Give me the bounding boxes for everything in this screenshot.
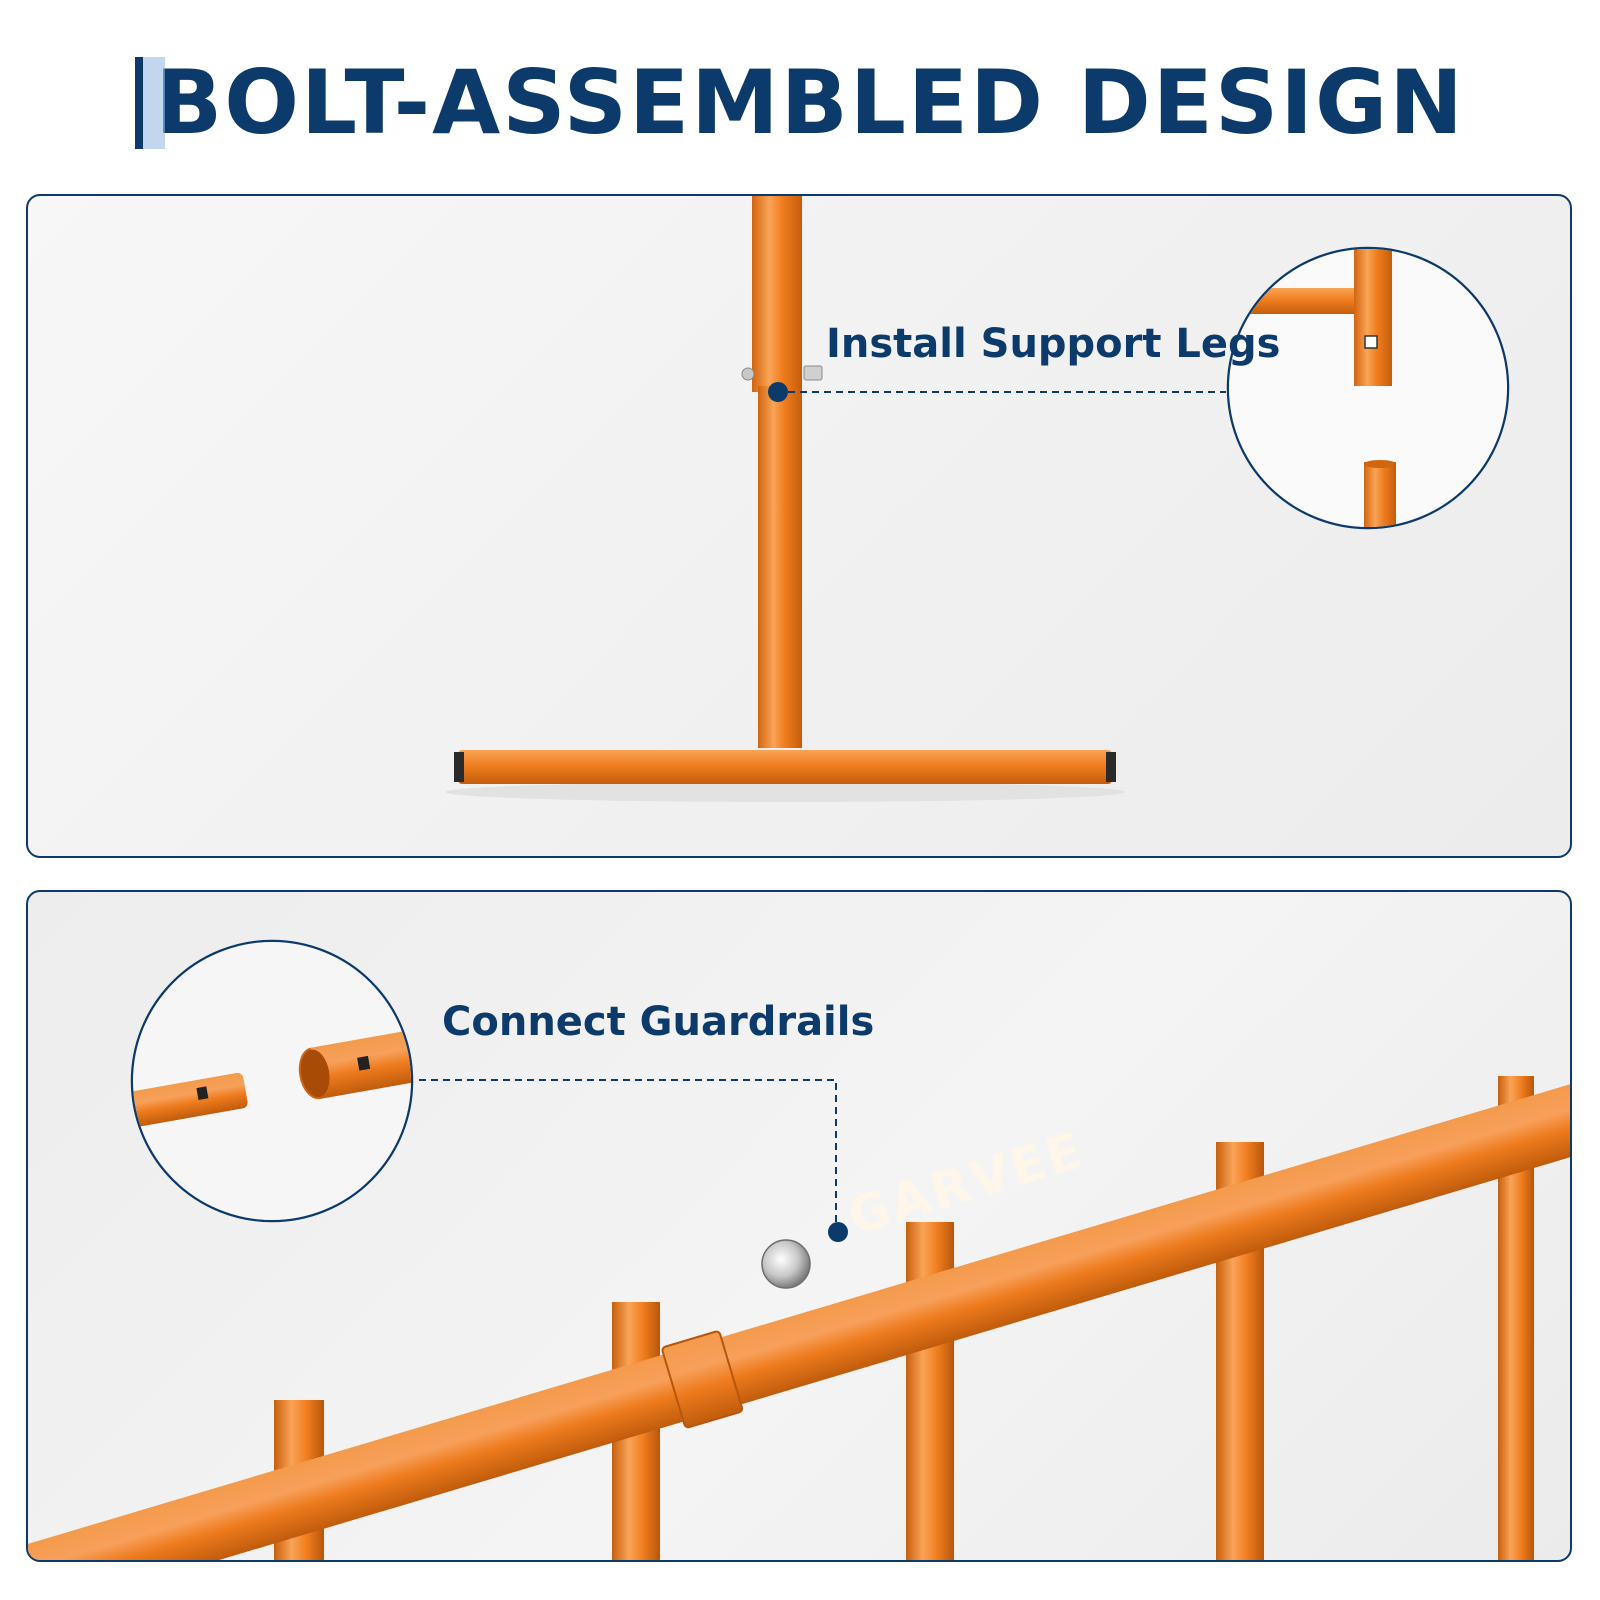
page-title: BOLT-ASSEMBLED DESIGN (155, 51, 1465, 154)
bolt-head (741, 367, 755, 381)
pointer-line-rail (416, 1079, 837, 1222)
end-cap-left (454, 752, 464, 782)
page-header: BOLT-ASSEMBLED DESIGN (0, 48, 1600, 158)
rail-bolt (761, 1239, 811, 1289)
guardrail-photo (28, 939, 1570, 1560)
end-cap-right (1106, 752, 1116, 782)
guardrail-panel: Connect Guardrails GARVEE (26, 890, 1572, 1562)
zoom-detail-legs (1229, 249, 1507, 527)
pointer-dot (768, 382, 788, 402)
bolt-nut (803, 365, 823, 381)
pointer-dot-rail (828, 1222, 848, 1242)
rail-sleeve (661, 1330, 744, 1429)
guardrails-label: Connect Guardrails (442, 999, 875, 1045)
support-leg-panel: Install Support Legs (26, 194, 1572, 858)
support-legs-label: Install Support Legs (826, 321, 1281, 367)
top-rail (28, 1063, 1570, 1560)
title-accent-bar (135, 57, 166, 149)
zoom-detail-rails (133, 942, 411, 1220)
leg-lower-tube (758, 386, 802, 748)
leg-upper-tube (752, 196, 802, 392)
support-leg-photo (445, 196, 1510, 802)
leg-base-tube (458, 750, 1112, 784)
floor-shadow (445, 782, 1125, 802)
